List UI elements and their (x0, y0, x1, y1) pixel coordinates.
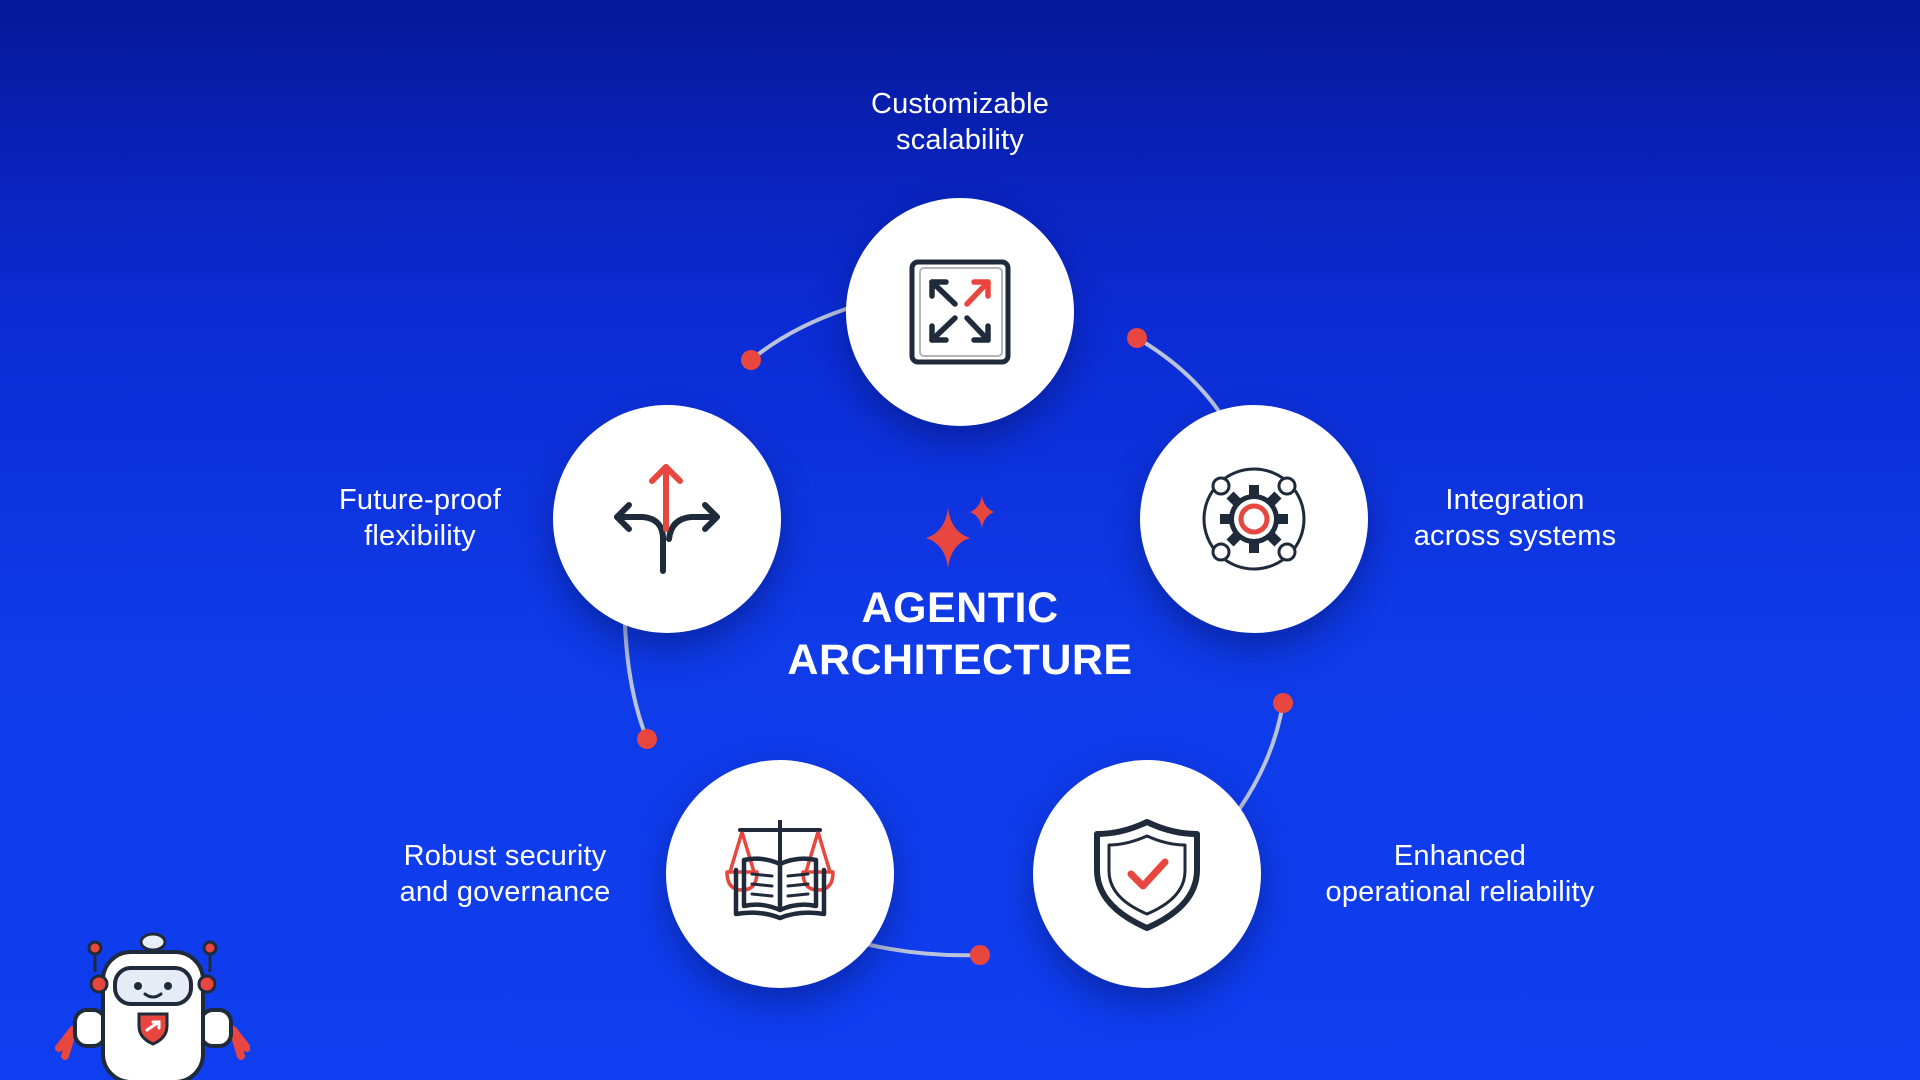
connector-scalability-flexibility (749, 307, 848, 362)
sparkle-icon (926, 496, 994, 568)
scales-book-icon (725, 820, 835, 921)
node-integration (1140, 405, 1368, 633)
label-flexibility: Future-proof flexibility (339, 484, 501, 552)
expand-arrows-icon (909, 259, 1011, 365)
node-scalability (846, 198, 1074, 426)
robot-mascot-icon (55, 932, 250, 1080)
connector-integration-scalability (1135, 336, 1220, 412)
label-reliability: Enhanced operational reliability (1325, 840, 1595, 908)
connector-dot (970, 945, 990, 965)
connector-dot (637, 729, 657, 749)
node-flexibility (553, 405, 781, 633)
connector-flexibility-security (623, 623, 649, 741)
label-security: Robust security and governance (399, 840, 611, 908)
gear-network-icon (1202, 467, 1306, 571)
connector-security-reliability (868, 943, 982, 958)
split-arrows-icon (614, 464, 720, 574)
label-integration: Integration across systems (1413, 484, 1617, 552)
connector-dot (1273, 693, 1293, 713)
shield-check-icon (1094, 819, 1200, 931)
connector-reliability-integration (1238, 701, 1285, 810)
connector-dot (741, 350, 761, 370)
node-security (666, 760, 894, 988)
center-title: AGENTIC ARCHITECTURE (787, 584, 1133, 684)
label-scalability: Customizable scalability (870, 88, 1050, 156)
connector-dot (1127, 328, 1147, 348)
node-reliability (1033, 760, 1261, 988)
